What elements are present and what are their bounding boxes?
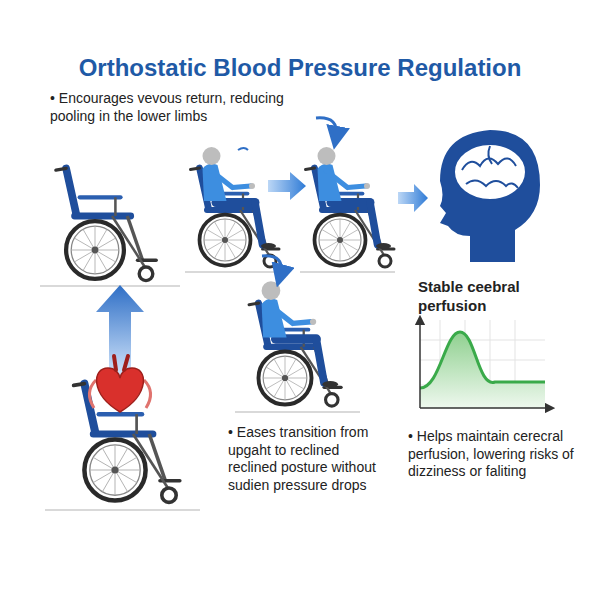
tilting-person-wheelchair-part: [300, 271, 395, 273]
brain-head-icon-part: [488, 146, 492, 164]
heart-icon-part: [144, 380, 151, 408]
heart-icon-part: [89, 380, 96, 408]
benefit-note: • Eases transition from upgaht to reclin…: [228, 424, 388, 494]
perfusion-chart-part: [420, 360, 545, 361]
reclined-wheelchair-part: [56, 168, 156, 280]
perfusion-chart-part: [420, 332, 545, 388]
flow-arrow: [268, 172, 306, 200]
reclining-person-wheelchair-part: [262, 281, 338, 387]
brain-head-icon-part: [454, 144, 526, 200]
tilting-person-wheelchair-part: [318, 147, 392, 249]
tilting-person-wheelchair: [300, 118, 395, 272]
bottom-wheelchair-part: [45, 509, 200, 511]
reclining-person-wheelchair-part: [235, 411, 360, 413]
brain-head-icon-part: [466, 180, 518, 188]
seated-person-wheelchair-part: [185, 271, 285, 273]
perfusion-chart-part: [420, 340, 545, 341]
tilting-person-wheelchair-part: [316, 118, 337, 138]
reclined-wheelchair: [40, 168, 180, 286]
up-arrow: [96, 285, 144, 375]
seated-person-wheelchair-part: [203, 147, 277, 249]
chart-heading: Stable ceebral perfusion: [418, 278, 558, 316]
benefit-note: • Helps maintain cerecral perfusion, low…: [408, 428, 576, 481]
heart-icon-part: [97, 368, 144, 412]
reclining-person-wheelchair: [235, 256, 360, 412]
reclined-wheelchair-part: [40, 285, 180, 287]
perfusion-chart: [420, 320, 550, 408]
seated-person-wheelchair: [185, 147, 285, 272]
flow-arrow: [398, 184, 428, 212]
brain-head-icon: [440, 130, 540, 262]
benefit-note: • Encourages vevous return, reducing poo…: [50, 90, 312, 125]
perfusion-chart-part: [420, 407, 550, 409]
reclining-person-wheelchair-part: [262, 256, 281, 276]
perfusion-chart-part: [420, 332, 545, 408]
brain-head-icon-part: [440, 130, 540, 262]
seated-person-wheelchair-part: [238, 148, 248, 150]
heart-icon: [89, 356, 150, 412]
perfusion-chart-part: [419, 320, 421, 408]
diagram-title: Orthostatic Blood Pressure Regulation: [0, 54, 600, 82]
heart-icon-part: [114, 356, 128, 370]
